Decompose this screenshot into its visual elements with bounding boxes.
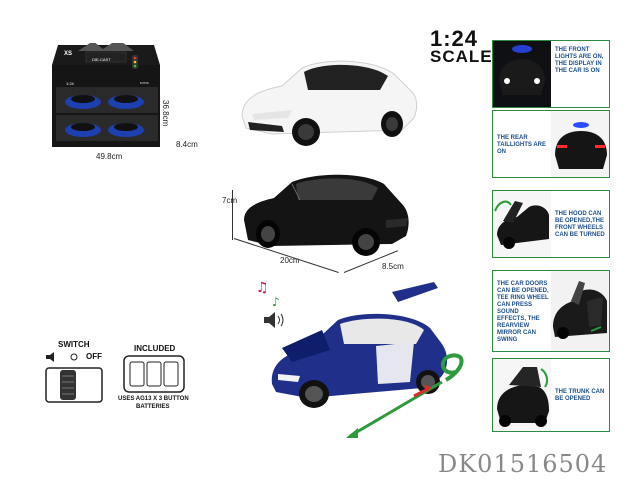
svg-text:♪: ♪ xyxy=(272,295,280,309)
svg-text:♫: ♫ xyxy=(256,280,269,296)
front-lights-caption: THE FRONT LIGHTS ARE ON, THE DISPLAY IN … xyxy=(555,47,604,74)
rear-lights-photo xyxy=(551,111,609,177)
feature-panel-doors: THE CAR DOORS CAN BE OPENED, TEE RING WH… xyxy=(492,270,610,352)
doors-caption: THE CAR DOORS CAN BE OPENED, TEE RING WH… xyxy=(497,281,549,343)
box-width-dimension: 49.8cm xyxy=(96,152,123,161)
box-subtitle: DIE-CAST xyxy=(92,57,111,62)
car-height-dimension: 7cm xyxy=(222,196,238,205)
box-height-dimension: 36.8cm xyxy=(161,100,170,127)
white-car-photo xyxy=(232,50,422,150)
battery-icon xyxy=(122,354,188,394)
switch-icon xyxy=(44,351,106,404)
height-measure-line xyxy=(232,190,233,240)
scale-number: 1:24 xyxy=(430,26,479,51)
scale-label: SCALE xyxy=(430,47,493,66)
box-scale-label: 1:24 xyxy=(66,81,74,86)
feature-panel-hood: THE HOOD CAN BE OPENED,THE FRONT WHEELS … xyxy=(492,190,610,258)
green-motion-arrow-icon xyxy=(346,348,476,442)
hood-photo xyxy=(493,191,551,257)
box-logo-icon: XS xyxy=(64,51,73,57)
feature-panel-rear-lights: THE REAR TAILLIGHTS ARE ON xyxy=(492,110,610,178)
box-depth-dimension: 8.4cm xyxy=(176,140,198,149)
switch-title: SWITCH xyxy=(58,340,90,349)
music-note-icon: ♫ ♪ xyxy=(252,276,292,326)
speaker-icon xyxy=(262,310,286,330)
box-pcs-label: 6 PCS xyxy=(140,81,149,85)
car-width-dimension: 8.5cm xyxy=(382,262,404,271)
feature-panel-front-lights: THE FRONT LIGHTS ARE ON, THE DISPLAY IN … xyxy=(492,40,610,108)
front-lights-photo xyxy=(493,41,551,107)
display-box-illustration: XS DIE-CAST 1:24 6 PCS xyxy=(48,39,171,149)
feature-panel-trunk: THE TRUNK CAN BE OPENED xyxy=(492,358,610,432)
doors-photo xyxy=(551,271,609,351)
switch-off-label: OFF xyxy=(86,352,102,361)
rear-lights-caption: THE REAR TAILLIGHTS ARE ON xyxy=(497,135,546,155)
battery-note-line2: BATTERIES xyxy=(136,404,170,410)
included-title: INCLUDED xyxy=(134,344,176,353)
battery-note-line1: USES AG13 X 3 BUTTON xyxy=(118,396,189,402)
car-length-dimension: 20cm xyxy=(280,256,300,265)
trunk-photo xyxy=(493,359,551,431)
product-code: DK01516504 xyxy=(438,450,608,478)
hood-caption: THE HOOD CAN BE OPENED,THE FRONT WHEELS … xyxy=(555,211,605,238)
trunk-caption: THE TRUNK CAN BE OPENED xyxy=(555,389,605,402)
black-car-photo xyxy=(236,170,416,266)
